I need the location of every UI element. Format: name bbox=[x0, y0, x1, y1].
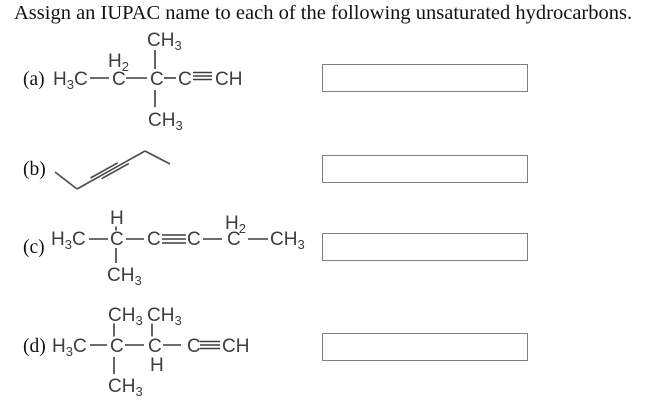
atom-label: H3C bbox=[51, 229, 86, 252]
atom-label: C bbox=[178, 69, 192, 90]
atom-label: C bbox=[187, 229, 201, 250]
atom-label: CH3 bbox=[108, 305, 143, 328]
atom-label: C bbox=[148, 336, 162, 357]
atom-label: CH3 bbox=[270, 229, 305, 252]
atom-label: CH3 bbox=[107, 265, 142, 288]
bond-line bbox=[76, 150, 146, 190]
question-title: Assign an IUPAC name to each of the foll… bbox=[14, 2, 633, 24]
bond-line bbox=[54, 171, 78, 190]
atom-label: C bbox=[187, 336, 201, 357]
atom-label: C bbox=[227, 229, 241, 250]
answer-input-a[interactable] bbox=[322, 64, 528, 92]
atom-label: C bbox=[147, 229, 161, 250]
atom-label: H3C bbox=[52, 336, 87, 359]
atom-label: C bbox=[150, 69, 164, 90]
atom-label: C bbox=[110, 336, 124, 357]
atom-label: CH bbox=[222, 336, 249, 357]
structure-label-b: (b) bbox=[23, 159, 46, 180]
atom-label: C bbox=[112, 69, 126, 90]
atom-label: CH3 bbox=[147, 305, 182, 328]
bond-line bbox=[101, 162, 130, 180]
atom-label: CH3 bbox=[147, 30, 182, 53]
atom-label: H3C bbox=[53, 69, 88, 92]
atom-label: H2 bbox=[225, 213, 246, 236]
atom-label: H bbox=[110, 208, 124, 229]
atom-label: CH3 bbox=[108, 376, 143, 399]
answer-input-b[interactable] bbox=[322, 155, 528, 183]
answer-input-d[interactable] bbox=[322, 333, 528, 361]
atom-label: C bbox=[110, 229, 124, 250]
structure-label-a: (a) bbox=[23, 69, 45, 90]
atom-label: CH3 bbox=[148, 110, 183, 133]
atom-label: CH bbox=[215, 69, 242, 90]
bond-line bbox=[144, 150, 171, 165]
bond-line bbox=[90, 162, 119, 179]
answer-input-c[interactable] bbox=[322, 233, 528, 261]
structure-label-c: (c) bbox=[23, 237, 45, 258]
atom-label: H bbox=[150, 355, 164, 376]
atom-label: H2 bbox=[108, 51, 129, 74]
structure-label-d: (d) bbox=[23, 336, 46, 357]
